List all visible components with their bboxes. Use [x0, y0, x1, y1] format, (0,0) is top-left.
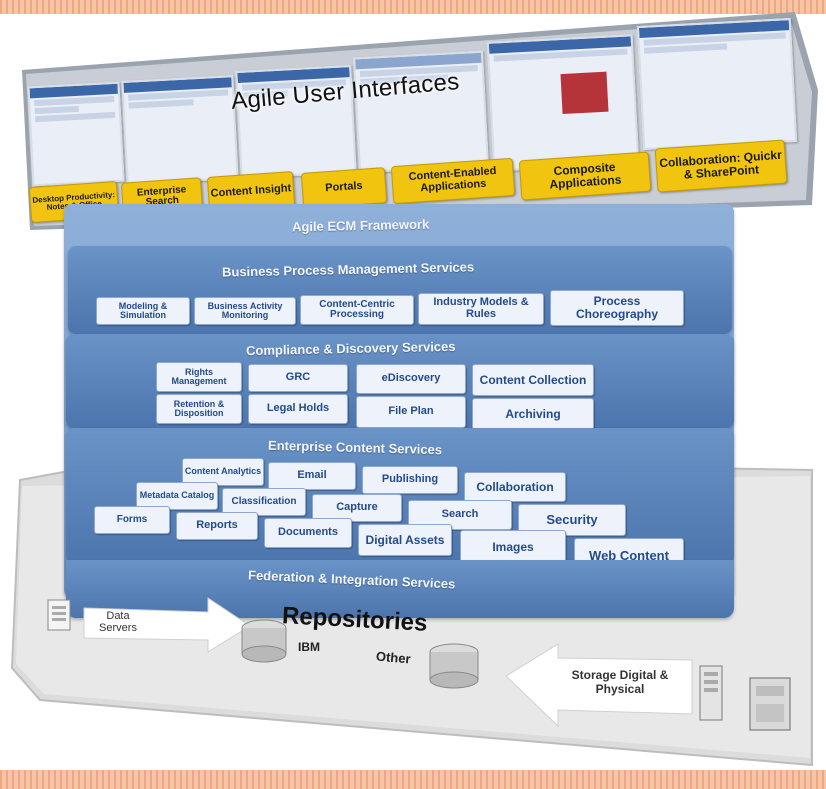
interface-collaboration[interactable]: Collaboration: Quickr & SharePoint: [654, 139, 788, 193]
federation-layer: [66, 560, 734, 618]
ibm-label: IBM: [298, 640, 320, 654]
screenshot-thumbnail: [121, 75, 239, 185]
screenshot-thumbnail: [486, 34, 640, 172]
compliance-file-plan[interactable]: File Plan: [356, 396, 466, 428]
ecs-security[interactable]: Security: [518, 504, 626, 536]
screenshot-thumbnail: [353, 50, 489, 174]
compliance-retention-disposition[interactable]: Retention & Disposition: [156, 394, 242, 424]
ecs-capture[interactable]: Capture: [312, 494, 402, 522]
ecs-email[interactable]: Email: [268, 462, 356, 490]
bpm-process-choreography[interactable]: Process Choreography: [550, 290, 684, 326]
bpm-industry-models-rules[interactable]: Industry Models & Rules: [418, 293, 544, 325]
storage-arrow: [506, 643, 791, 731]
compliance-archiving[interactable]: Archiving: [472, 398, 594, 430]
compliance-content-collection[interactable]: Content Collection: [472, 364, 594, 396]
ecs-metadata-catalog[interactable]: Metadata Catalog: [136, 482, 218, 510]
ecs-reports[interactable]: Reports: [176, 512, 258, 540]
bpm-modeling-simulation[interactable]: Modeling & Simulation: [96, 297, 190, 325]
ecs-classification[interactable]: Classification: [222, 488, 306, 516]
ecs-publishing[interactable]: Publishing: [362, 466, 458, 494]
ecs-documents[interactable]: Documents: [264, 518, 352, 548]
storage-label: Storage Digital & Physical: [571, 668, 669, 696]
database-icon: [429, 643, 479, 689]
bpm-content-centric-processing[interactable]: Content-Centric Processing: [300, 295, 414, 325]
data-servers-label: Data Servers: [99, 610, 137, 634]
framework-title: Agile ECM Framework: [291, 216, 430, 235]
screenshot-thumbnail: [636, 18, 798, 150]
compliance-rights-management[interactable]: Rights Management: [156, 362, 242, 392]
top-border-strip: [0, 0, 826, 14]
ecs-collaboration[interactable]: Collaboration: [464, 472, 566, 502]
compliance-legal-holds[interactable]: Legal Holds: [248, 394, 348, 424]
car-image: [560, 71, 609, 115]
compliance-grc[interactable]: GRC: [248, 364, 348, 392]
database-icon: [241, 619, 287, 663]
data-servers-arrow: [47, 597, 251, 653]
bottom-border-strip: [0, 770, 826, 789]
ecs-forms[interactable]: Forms: [94, 506, 170, 534]
interface-portals[interactable]: Portals: [300, 167, 388, 209]
ecs-images[interactable]: Images: [460, 530, 566, 564]
ecs-digital-assets[interactable]: Digital Assets: [358, 524, 452, 556]
bpm-business-activity-monitoring[interactable]: Business Activity Monitoring: [194, 297, 296, 325]
ecs-search[interactable]: Search: [408, 500, 512, 530]
compliance-ediscovery[interactable]: eDiscovery: [356, 364, 466, 394]
ecs-content-analytics[interactable]: Content Analytics: [182, 458, 264, 486]
other-label: Other: [375, 648, 412, 667]
screenshot-thumbnail: [27, 81, 125, 187]
